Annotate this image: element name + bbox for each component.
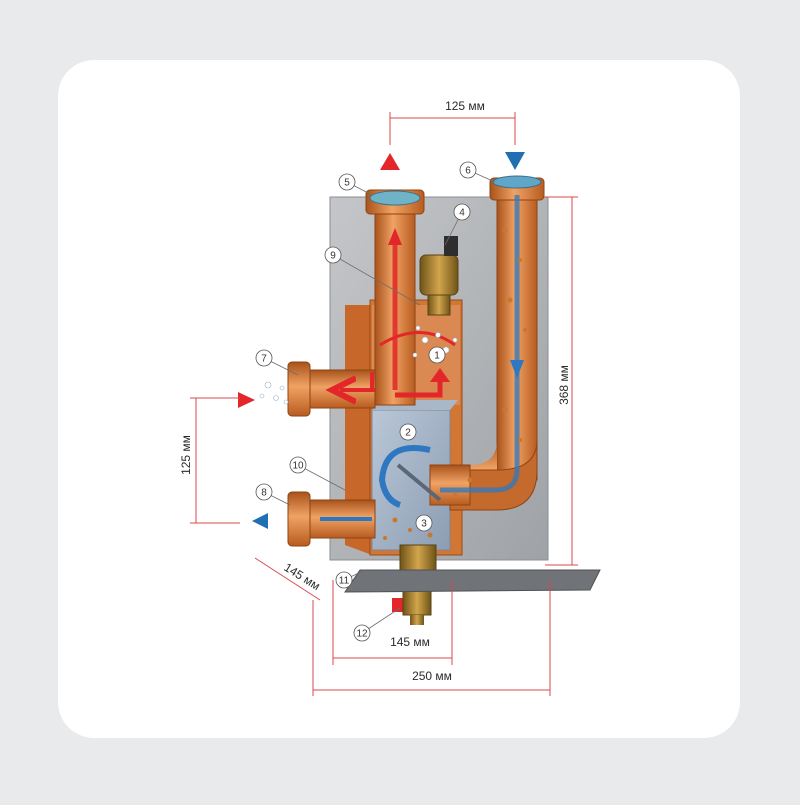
callout-leader bbox=[332, 254, 421, 306]
callout-label-12: 12 bbox=[356, 629, 368, 640]
callout-circle-1 bbox=[428, 346, 446, 364]
dimension-bottom-inner: 145 мм bbox=[390, 635, 430, 649]
hot-outlet-pipe bbox=[287, 361, 376, 417]
callout-label-9: 9 bbox=[330, 251, 336, 262]
air-vent bbox=[419, 236, 459, 316]
callout-leader bbox=[297, 464, 346, 491]
dimension-height: 368 мм bbox=[557, 365, 571, 405]
air-bubbles bbox=[259, 325, 458, 405]
blue-triangle-arrow-icon bbox=[252, 513, 268, 529]
callout-circle-12 bbox=[353, 624, 371, 642]
callout-label-1: 1 bbox=[434, 351, 440, 362]
internal-flow bbox=[378, 331, 456, 508]
cold-inlet-pipe bbox=[287, 491, 376, 547]
callout-label-10: 10 bbox=[292, 461, 304, 472]
callout-label-11: 11 bbox=[339, 576, 350, 587]
callout-label-4: 4 bbox=[459, 208, 465, 219]
callout-circle-8 bbox=[255, 483, 273, 501]
callout-circle-10 bbox=[289, 456, 307, 474]
sediment-particles bbox=[383, 227, 527, 540]
callout-circle-2 bbox=[399, 423, 417, 441]
dimension-lines bbox=[190, 112, 578, 696]
hot-supply-pipe bbox=[365, 189, 425, 406]
dimension-bottom-total: 250 мм bbox=[412, 669, 452, 683]
callout-circle-6 bbox=[459, 161, 477, 179]
dimension-top-width: 125 мм bbox=[445, 99, 485, 113]
callout-label-8: 8 bbox=[261, 488, 267, 499]
callout-circle-11 bbox=[335, 571, 353, 589]
callout-label-7: 7 bbox=[261, 354, 267, 365]
red-triangle-arrow-icon bbox=[238, 392, 255, 408]
callout-circle-4 bbox=[453, 203, 471, 221]
callout-label-5: 5 bbox=[344, 178, 350, 189]
callout-circle-5 bbox=[338, 173, 356, 191]
callout-circle-7 bbox=[255, 349, 273, 367]
callout-circle-3 bbox=[415, 514, 433, 532]
callout-label-2: 2 bbox=[405, 428, 411, 439]
callout-label-3: 3 bbox=[421, 519, 427, 530]
callout-label-6: 6 bbox=[465, 166, 471, 177]
callout-circle-9 bbox=[324, 246, 342, 264]
mounting-bracket bbox=[344, 569, 601, 593]
cold-return-pipe bbox=[429, 175, 545, 511]
blue-triangle-arrow-icon bbox=[505, 152, 525, 170]
red-triangle-arrow-icon bbox=[380, 153, 400, 170]
dimension-side-height: 125 мм bbox=[179, 435, 193, 475]
